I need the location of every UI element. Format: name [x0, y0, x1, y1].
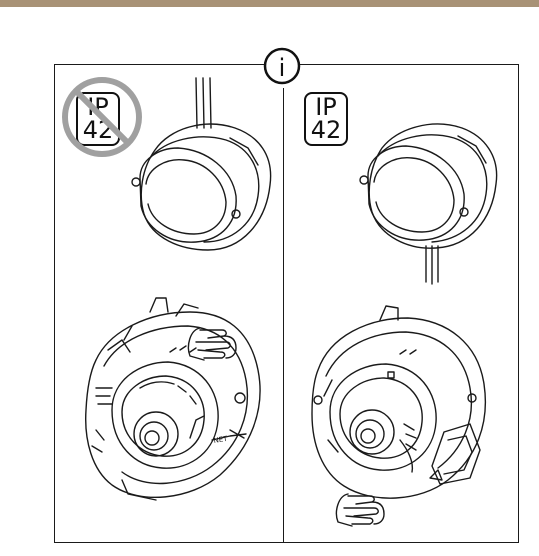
ip42-badge-left: IP 42 — [76, 92, 120, 146]
right-camera-housing — [312, 306, 485, 526]
net-label: NET — [213, 435, 229, 445]
ip42-badge-right: IP 42 — [304, 92, 348, 146]
right-dome-cover — [360, 124, 497, 284]
ip-badge-line2: 42 — [306, 119, 346, 142]
left-dome-cover — [132, 78, 271, 250]
left-camera-housing — [86, 298, 260, 500]
ip-badge-line2: 42 — [78, 119, 118, 142]
